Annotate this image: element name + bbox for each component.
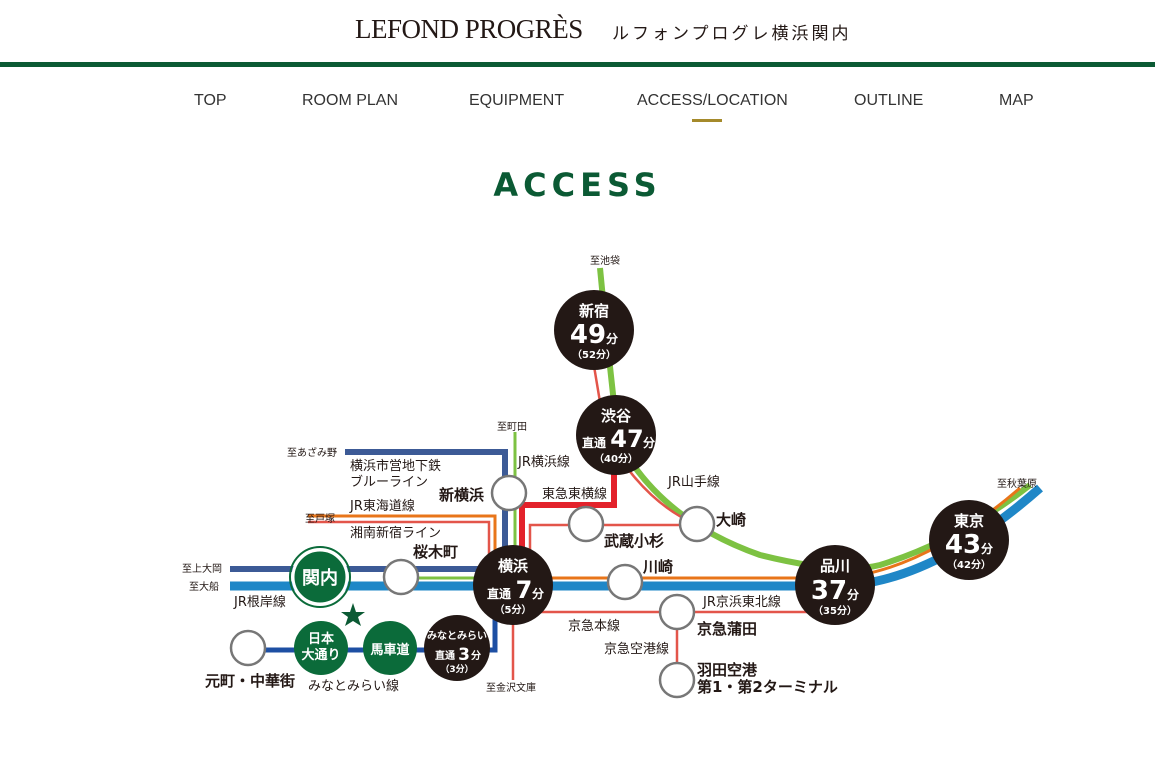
label-keikyu-main: 京急本線 (568, 618, 620, 634)
station-shin-yokohama[interactable] (490, 474, 528, 512)
hub-tokyo-alt: （42分） (947, 558, 991, 571)
hub-shinagawa-alt: （35分） (813, 604, 857, 617)
site-header: LEFOND PROGRÈS ルフォンプログレ横浜関内 (0, 0, 1155, 62)
hub-minatomirai-unit: 分 (471, 649, 481, 662)
nav-active-indicator (692, 119, 722, 122)
station-nihon-odori[interactable] (294, 621, 348, 675)
label-nihon-odori-2: 大通り (301, 647, 340, 663)
dest-totsuka: 至戸塚 (305, 513, 335, 525)
dest-ofuna: 至大船 (189, 580, 219, 593)
hub-shinjuku-unit: 分 (606, 331, 618, 346)
hub-yokohama-name: 横浜 (498, 557, 528, 575)
nav-item-access-location[interactable]: ACCESS/LOCATION (637, 92, 788, 109)
label-bashamichi: 馬車道 (370, 642, 409, 658)
station-musashi-kosugi[interactable] (567, 505, 605, 543)
hub-minatomirai-prefix: 直通 (435, 649, 455, 662)
hub-shibuya-unit: 分 (643, 435, 655, 450)
label-nihon-odori-1: 日本 (308, 631, 334, 647)
hub-shibuya-prefix: 直通 (582, 435, 606, 450)
label-blue-line: 横浜市営地下鉄 (350, 458, 441, 474)
label-jr-yamanote: JR山手線 (667, 474, 720, 490)
hub-shinjuku-name: 新宿 (579, 302, 609, 320)
main-nav: TOP ROOM PLAN EQUIPMENT ACCESS/LOCATION … (0, 92, 1155, 122)
hub-yokohama-alt: （5分） (495, 603, 532, 616)
dest-machida: 至町田 (497, 421, 527, 433)
station-sakuragicho[interactable] (382, 558, 420, 596)
label-haneda-1: 羽田空港 (697, 661, 758, 679)
hub-yokohama-unit: 分 (532, 586, 544, 601)
dest-akihabara: 至秋葉原 (997, 477, 1037, 490)
nav-item-equipment[interactable]: EQUIPMENT (469, 92, 565, 109)
label-tokyu-toyoko: 東急東横線 (542, 486, 607, 502)
line-shonan-mid (528, 523, 697, 560)
hub-shinagawa-time: 37 (811, 576, 847, 606)
label-jr-yokohama: JR横浜線 (517, 454, 570, 470)
nav-item-top[interactable]: TOP (194, 92, 227, 109)
dest-azamino: 至あざみ野 (287, 446, 337, 459)
hub-shinjuku-time: 49 (570, 320, 606, 350)
nav-item-map[interactable]: MAP (999, 92, 1034, 109)
dest-ikebukuro: 至池袋 (590, 254, 620, 267)
station-bashamichi[interactable] (363, 621, 417, 675)
nav-item-outline[interactable]: OUTLINE (854, 92, 924, 109)
hub-yokohama-prefix: 直通 (487, 586, 511, 601)
label-minatomirai: みなとみらい線 (308, 678, 399, 694)
label-kannai: 関内 (302, 567, 338, 589)
page-title: ACCESS (493, 166, 662, 204)
hub-shibuya-time: 47 (610, 425, 643, 453)
label-musashi-kosugi: 武蔵小杉 (604, 532, 664, 550)
label-jr-tokaido: JR東海道線 (349, 498, 415, 514)
label-keikyu-airport: 京急空港線 (604, 641, 669, 657)
label-haneda-2: 第1・第2ターミナル (697, 678, 838, 696)
label-shonan-shinjuku: 湘南新宿ライン (350, 525, 441, 541)
label-sakuragicho: 桜木町 (413, 543, 458, 561)
label-shin-yokohama: 新横浜 (439, 486, 484, 504)
hub-shinagawa-name: 品川 (820, 557, 850, 575)
hub-minatomirai-name: みなとみらい (427, 630, 487, 642)
station-haneda[interactable] (658, 661, 696, 699)
nav-item-room-plan[interactable]: ROOM PLAN (302, 92, 399, 109)
dest-kamiooka: 至上大岡 (182, 562, 222, 575)
hub-minatomirai-time: 3 (458, 645, 470, 665)
station-keikyu-kamata[interactable] (658, 593, 696, 631)
line-shonan-lower (308, 520, 491, 560)
hub-shinagawa[interactable]: 品川 37 分 （35分） (795, 545, 875, 625)
hub-minatomirai[interactable]: みなとみらい 直通 3 分 （3分） (424, 615, 490, 681)
logo-english[interactable]: LEFOND PROGRÈS (355, 14, 583, 44)
logo-japanese[interactable]: ルフォンプログレ横浜関内 (612, 24, 852, 44)
label-kawasaki: 川崎 (642, 558, 673, 576)
hub-yokohama[interactable]: 横浜 直通 7 分 （5分） (473, 545, 553, 625)
dest-kanazawabunko: 至金沢文庫 (486, 681, 536, 694)
hub-tokyo-name: 東京 (954, 512, 984, 530)
header-divider (0, 62, 1155, 67)
hub-shinjuku[interactable]: 新宿 49 分 （52分） (554, 290, 634, 370)
station-motomachi[interactable] (229, 629, 267, 667)
line-blue-line (230, 449, 508, 572)
hub-shinjuku-alt: （52分） (572, 348, 616, 361)
station-osaki[interactable] (678, 505, 716, 543)
station-kannai-ring (289, 546, 351, 608)
station-kannai[interactable] (291, 548, 349, 606)
label-jr-negishi: JR根岸線 (233, 594, 286, 610)
hub-minatomirai-alt: （3分） (440, 663, 473, 675)
hub-tokyo-time: 43 (945, 530, 981, 560)
hub-shibuya[interactable]: 渋谷 直通 47 分 （40分） (576, 395, 656, 475)
label-blue-line-2: ブルーライン (350, 474, 428, 490)
hub-shibuya-alt: （40分） (594, 452, 638, 465)
label-keikyu-kamata: 京急蒲田 (697, 620, 757, 638)
hub-shinagawa-unit: 分 (847, 587, 859, 602)
label-motomachi: 元町・中華街 (205, 672, 295, 690)
hub-tokyo[interactable]: 東京 43 分 （42分） (929, 500, 1009, 580)
label-osaki: 大崎 (716, 511, 746, 529)
hub-tokyo-unit: 分 (981, 541, 993, 556)
hub-shibuya-name: 渋谷 (601, 407, 632, 425)
station-kawasaki[interactable] (606, 563, 644, 601)
star-icon (341, 603, 365, 626)
hub-yokohama-time: 7 (516, 576, 533, 604)
label-jr-keihin-tohoku: JR京浜東北線 (702, 594, 781, 610)
